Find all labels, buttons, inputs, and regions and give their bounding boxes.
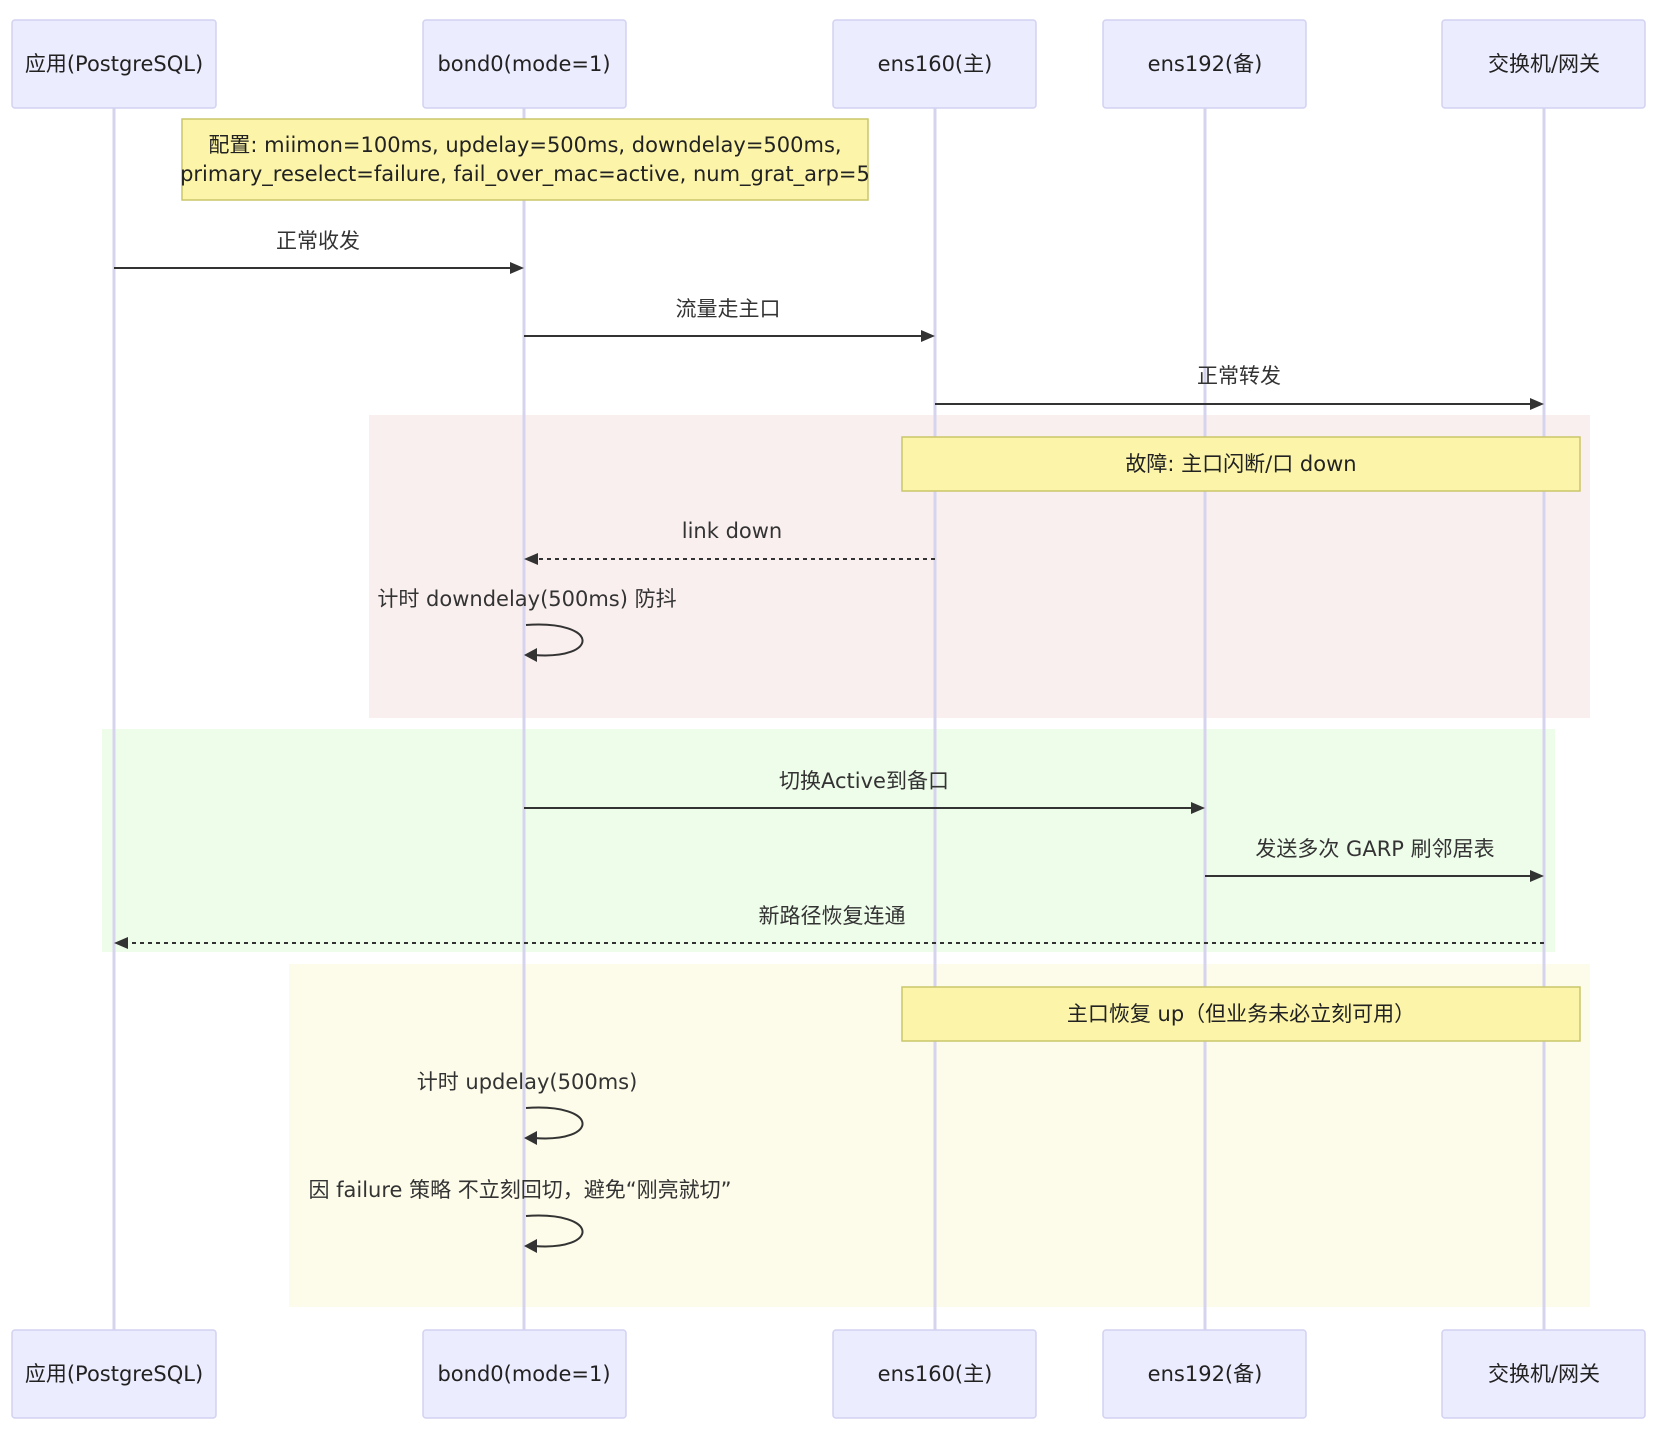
actor-label: 应用(PostgreSQL) [25,1362,203,1386]
actor-label: 应用(PostgreSQL) [25,52,203,76]
arrowhead [524,648,537,662]
actor-ens192-top: ens192(备) [1102,19,1307,109]
arrowhead [1530,398,1544,410]
actor-label: ens160(主) [878,52,993,76]
actor-label: bond0(mode=1) [437,1362,610,1386]
message-label: 发送多次 GARP 刷邻居表 [1255,837,1494,861]
actor-ens192-bottom: ens192(备) [1102,1329,1307,1419]
actor-sw-bottom: 交换机/网关 [1441,1329,1646,1419]
actor-label: 交换机/网关 [1488,52,1600,76]
actor-ens160-top: ens160(主) [832,19,1037,109]
message-primary-traffic: 流量走主口 [524,297,935,342]
message-downdelay-self: 计时 downdelay(500ms) 防抖 [377,587,677,662]
arrowhead [114,937,128,949]
message-label: 正常转发 [1197,364,1281,388]
fault-note: 故障: 主口闪断/口 down [901,436,1581,492]
actor-sw-top: 交换机/网关 [1441,19,1646,109]
actor-label: ens160(主) [878,1362,993,1386]
arrowhead [524,1131,537,1145]
message-label: 计时 downdelay(500ms) 防抖 [377,587,676,611]
message-label: 流量走主口 [676,297,781,321]
actor-app-top: 应用(PostgreSQL) [11,19,217,109]
arrowhead [1191,802,1205,814]
actor-label: ens192(备) [1148,52,1263,76]
message-label: 新路径恢复连通 [759,904,906,928]
config-note: 配置: miimon=100ms, updelay=500ms, downdel… [180,118,870,201]
message-link-down: link down [524,519,935,565]
actor-bond-bottom: bond0(mode=1) [422,1329,627,1419]
actor-label: bond0(mode=1) [437,52,610,76]
arrowhead [1530,870,1544,882]
message-no-failback-self: 因 failure 策略 不立刻回切，避免“刚亮就切” [308,1178,732,1253]
message-updelay-self: 计时 updelay(500ms) [417,1070,638,1145]
message-label: 切换Active到备口 [779,769,949,793]
message-send-garp: 发送多次 GARP 刷邻居表 [1205,837,1544,882]
recover-note-label: 主口恢复 up（但业务未必立刻可用） [1067,1002,1415,1026]
message-normal-forward: 正常转发 [935,364,1544,410]
message-label: 计时 updelay(500ms) [417,1070,638,1094]
arrowhead [510,262,524,274]
recover-note: 主口恢复 up（但业务未必立刻可用） [901,986,1581,1042]
config-note-line-1: 配置: miimon=100ms, updelay=500ms, downdel… [208,133,841,157]
message-label: 正常收发 [276,229,360,253]
config-note-line-2: primary_reselect=failure, fail_over_mac=… [180,162,870,187]
actor-bond-top: bond0(mode=1) [422,19,627,109]
arrowhead [921,330,935,342]
message-label: link down [682,519,782,543]
switch-region [102,729,1555,952]
arrowhead [524,553,538,565]
actor-label: 交换机/网关 [1488,1362,1600,1386]
message-label: 因 failure 策略 不立刻回切，避免“刚亮就切” [308,1178,731,1202]
arrowhead [524,1239,537,1253]
actor-label: ens192(备) [1148,1362,1263,1386]
actor-app-bottom: 应用(PostgreSQL) [11,1329,217,1419]
actor-ens160-bottom: ens160(主) [832,1329,1037,1419]
fault-note-label: 故障: 主口闪断/口 down [1125,452,1356,476]
message-normal-traffic: 正常收发 [114,229,524,274]
message-switch-active: 切换Active到备口 [524,769,1205,814]
message-path-restored: 新路径恢复连通 [114,904,1544,949]
